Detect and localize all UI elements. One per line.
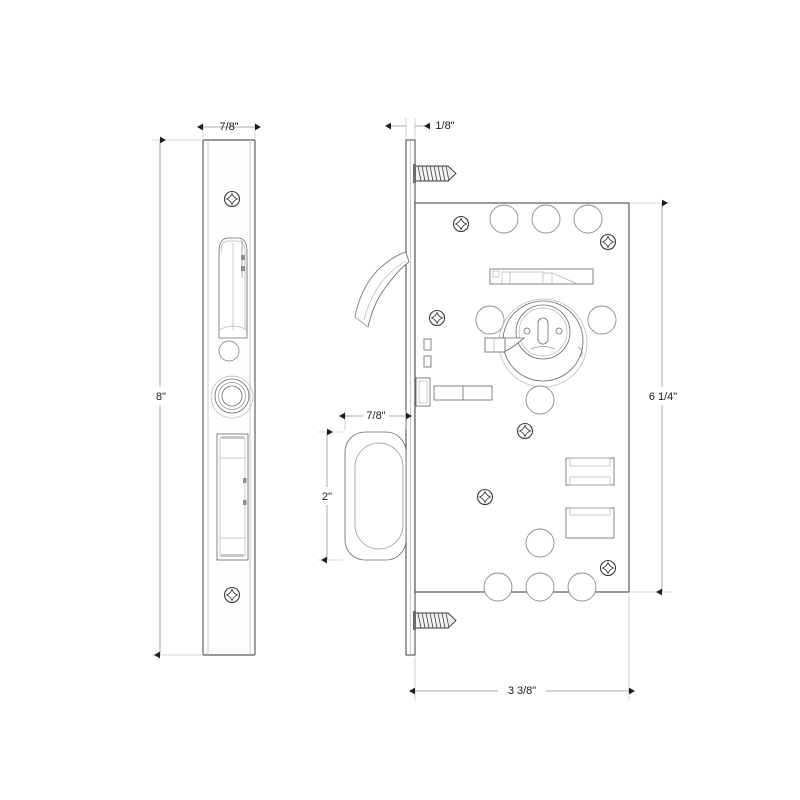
slot-cutout-upper [565, 457, 615, 486]
body-hole-m2 [587, 305, 617, 335]
pin-hole-right [555, 327, 563, 335]
body-screw-bottom-right [599, 559, 617, 577]
latch-bolt-profile [354, 251, 410, 328]
body-slot-upper [423, 338, 432, 351]
body-screw-lower-left [476, 488, 494, 506]
svg-text:7/8": 7/8" [366, 410, 385, 422]
dimension-body-height: 6 1/4" [631, 199, 681, 596]
faceplate-hole-upper [218, 340, 240, 362]
body-hole-t3 [573, 204, 603, 234]
faceplate-screw-bottom [223, 586, 241, 604]
oval-trim-plate [344, 431, 407, 561]
wood-screw-bottom [413, 611, 457, 630]
dim-trim-plate-height-label: 2" [322, 491, 332, 503]
body-hole-l1 [525, 528, 555, 558]
body-hole-t2 [531, 204, 561, 234]
svg-text:2": 2" [322, 491, 332, 503]
side-view-lock-body [344, 139, 630, 656]
faceplate-screw-top [223, 190, 241, 208]
spindle-hub-assembly [484, 298, 588, 388]
dim-faceplate-thickness-label: 1/8" [435, 120, 454, 132]
body-screw-lower-mid [516, 422, 534, 440]
svg-text:7/8": 7/8" [219, 121, 238, 133]
dimension-trim-plate-height: 2" [317, 428, 343, 564]
latch-bolt [218, 237, 248, 339]
dimension-faceplate-thickness: 1/8" [385, 118, 455, 140]
body-hole-b1 [483, 572, 513, 602]
body-screw-mid-left [428, 309, 446, 327]
body-hole-t1 [489, 204, 519, 234]
svg-text:6 1/4": 6 1/4" [649, 391, 677, 403]
dim-body-depth-label: 3 3/8" [508, 685, 536, 697]
body-hole-b2 [525, 572, 555, 602]
slot-cutout-lower [565, 507, 615, 539]
dimension-trim-plate-width: 7/8" [339, 408, 412, 430]
dimension-body-depth: 3 3/8" [409, 594, 635, 700]
body-hole-b3 [567, 572, 597, 602]
body-hole-l0 [525, 385, 555, 415]
internal-linkage-bar [489, 268, 594, 285]
dimension-faceplate-width: 7/8" [197, 121, 261, 138]
key-cylinder-ring [210, 375, 254, 419]
svg-text:1/8": 1/8" [435, 120, 454, 132]
pin-hole-left [523, 327, 531, 335]
keyway-slot [537, 317, 549, 345]
dead-bolt [216, 433, 249, 561]
body-slot-lower [423, 355, 432, 368]
dim-trim-plate-width-label: 7/8" [366, 410, 385, 422]
dimension-faceplate-height: 8" [150, 136, 201, 659]
dim-body-height-label: 6 1/4" [649, 391, 677, 403]
body-screw-top-right [599, 233, 617, 251]
dead-bolt-throw [415, 377, 493, 407]
dim-faceplate-width-label: 7/8" [219, 121, 238, 133]
body-hole-m1 [475, 305, 505, 335]
wood-screw-top [413, 164, 457, 183]
svg-text:3 3/8": 3 3/8" [508, 685, 536, 697]
dim-faceplate-height-label: 8" [156, 391, 166, 403]
body-screw-top-left [452, 215, 470, 233]
front-view-faceplate [202, 139, 256, 656]
svg-text:8": 8" [156, 391, 166, 403]
